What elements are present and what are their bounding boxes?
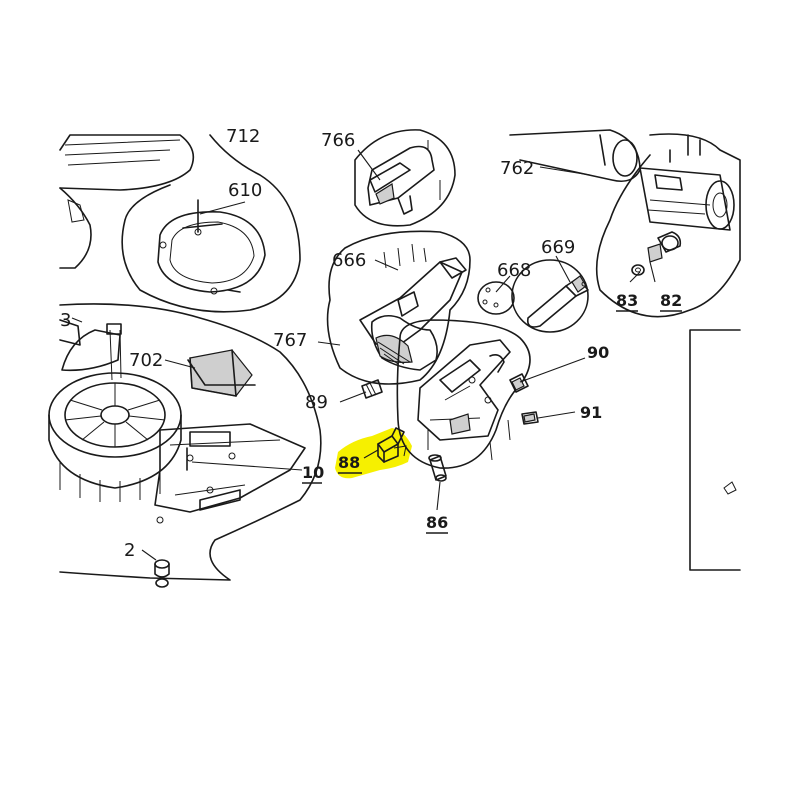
part-762-motor <box>509 129 741 318</box>
label-712: 712 <box>226 126 260 147</box>
part-666-767-housing <box>326 230 471 385</box>
label-767: 767 <box>273 330 307 351</box>
base-plate <box>154 423 306 524</box>
label-86: 86 <box>426 513 448 532</box>
label-88: 88 <box>338 453 360 472</box>
part-610-ring <box>157 199 266 295</box>
part-86-sleeve <box>428 454 447 482</box>
part-2-nut <box>154 559 170 588</box>
label-702: 702 <box>129 350 163 371</box>
fan-wheel <box>48 372 182 502</box>
part-90-switch <box>509 373 529 393</box>
label-669: 669 <box>541 237 575 258</box>
part-669-brush <box>511 259 589 333</box>
part-89-clip <box>361 379 383 399</box>
label-666: 666 <box>332 250 366 271</box>
housing-outline <box>59 303 322 581</box>
part-702-block <box>187 349 256 397</box>
label-3: 3 <box>60 310 71 331</box>
label-766: 766 <box>321 130 355 151</box>
label-668: 668 <box>497 260 531 281</box>
label-10: 10 <box>302 463 324 482</box>
label-89: 89 <box>305 392 328 413</box>
label-2: 2 <box>124 540 135 561</box>
label-91: 91 <box>580 403 602 422</box>
part-712-group <box>59 134 301 313</box>
leader-lines <box>71 149 656 561</box>
label-762: 762 <box>500 158 534 179</box>
part-91-block <box>521 411 539 425</box>
switch-housing <box>396 319 531 469</box>
part-88-connector <box>377 427 407 463</box>
part-766-handle <box>354 129 456 227</box>
base-housing-group <box>48 303 322 588</box>
label-610: 610 <box>228 180 262 201</box>
label-90: 90 <box>587 343 609 362</box>
part-668-washer <box>477 281 515 315</box>
callout-labels: 712 766 762 610 666 669 668 3 767 702 90… <box>60 126 682 561</box>
label-83: 83 <box>616 291 638 310</box>
parts-82-83 <box>631 231 682 276</box>
label-82: 82 <box>660 291 682 310</box>
side-panel-outline <box>689 329 741 571</box>
